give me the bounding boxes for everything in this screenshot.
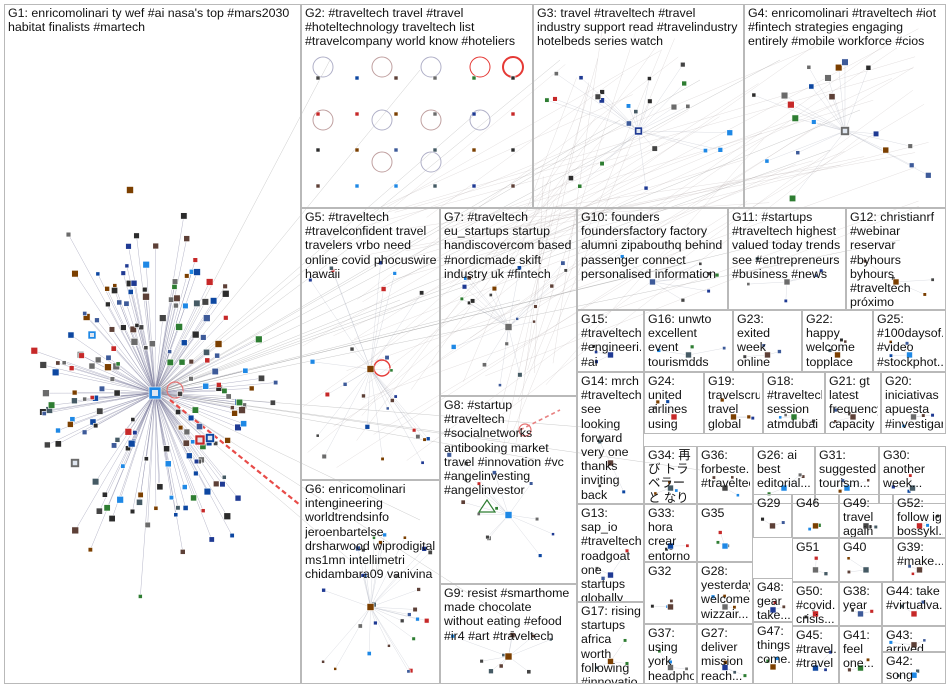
group-label: G50: #covid... crisis... bbox=[796, 584, 836, 625]
group-box-g41: G41: feel one... bbox=[839, 626, 882, 684]
group-label: G22: happy welcome topplace family... bbox=[806, 312, 870, 371]
group-label: G49: travel again bbox=[843, 496, 890, 537]
group-box-g43: G43: arrived... bbox=[882, 626, 946, 652]
group-box-g3: G3: travel #traveltech #travel industry … bbox=[533, 4, 744, 208]
group-box-g7: G7: #traveltech eu_startups startup hand… bbox=[440, 208, 577, 396]
group-label: G9: resist #smarthome made chocolate wit… bbox=[444, 586, 574, 683]
group-box-g39: G39: #make... bbox=[893, 538, 946, 582]
group-label: G12: christianrf #webinar reservar #byho… bbox=[850, 210, 943, 309]
group-box-g51: G51 bbox=[792, 538, 839, 582]
group-box-g33: G33: hora crear entorno innovad... bbox=[644, 504, 697, 562]
group-box-g16: G16: unwto excellent event tourismdds pr… bbox=[644, 310, 733, 372]
group-label: G45: #travel... #travel bbox=[796, 628, 836, 683]
group-label: G10: founders foundersfactory factory al… bbox=[581, 210, 725, 309]
group-label: G43: arrived... bbox=[886, 628, 943, 651]
group-label: G6: enricomolinari intengineering worldt… bbox=[305, 482, 437, 683]
group-box-g37: G37: using york headpho... bbox=[644, 624, 697, 684]
group-label: G23: exited week online summit brightons… bbox=[737, 312, 799, 371]
group-label: G8: #startup #traveltech #socialnetworks… bbox=[444, 398, 574, 583]
group-box-g10: G10: founders foundersfactory factory al… bbox=[577, 208, 728, 310]
group-box-g20: G20: iniciativas apuesta #investigar inc… bbox=[881, 372, 946, 434]
group-box-g15: G15: #traveltech #engineeri... #ai altex… bbox=[577, 310, 644, 372]
group-box-g17: G17: rising startups africa worth follow… bbox=[577, 602, 644, 684]
group-box-g13: G13: sap_io #traveltech roadgoat one sta… bbox=[577, 504, 644, 602]
group-box-g47: G47: things come... bbox=[753, 622, 793, 684]
group-box-g24: G24: united airlines using sneeze... bbox=[644, 372, 704, 434]
group-label: G17: rising startups africa worth follow… bbox=[581, 604, 641, 683]
group-box-g18: G18: #traveltech session atmdubai virtua… bbox=[763, 372, 825, 434]
group-label: G33: hora crear entorno innovad... bbox=[648, 506, 694, 561]
group-box-g52: G52: follow ig bossykl... bbox=[893, 494, 946, 538]
group-box-g46: G46 bbox=[792, 494, 839, 538]
group-label: G21: gt latest frequency capacity statis… bbox=[829, 374, 878, 433]
group-label: G11: #startups #traveltech highest value… bbox=[732, 210, 843, 309]
group-box-g40: G40 bbox=[839, 538, 893, 582]
group-label: G36: forbeste... #traveltech... bbox=[701, 448, 750, 503]
group-box-g4: G4: enricomolinari #traveltech #iot #fin… bbox=[744, 4, 946, 208]
group-label: G39: #make... bbox=[897, 540, 943, 581]
group-label: G29 bbox=[757, 496, 789, 537]
group-box-g29: G29 bbox=[753, 494, 792, 538]
group-label: G35 bbox=[701, 506, 750, 561]
group-box-g36: G36: forbeste... #traveltech... bbox=[697, 446, 753, 504]
group-box-g45: G45: #travel... #travel bbox=[792, 626, 839, 684]
group-box-g2: G2: #traveltech travel #travel #hoteltec… bbox=[301, 4, 533, 208]
group-box-g35: G35 bbox=[697, 504, 753, 562]
group-box-g28: G28: yesterday welcomed wizzair... bbox=[697, 562, 753, 624]
group-label: G13: sap_io #traveltech roadgoat one sta… bbox=[581, 506, 641, 601]
group-box-g22: G22: happy welcome topplace family... bbox=[802, 310, 873, 372]
group-box-g25: G25: #100daysof... #video #stockphot... bbox=[873, 310, 946, 372]
group-label: G27: deliver mission reach... bbox=[701, 626, 750, 683]
group-label: G38: year bbox=[843, 584, 879, 625]
group-box-g6: G6: enricomolinari intengineering worldt… bbox=[301, 480, 440, 684]
group-label: G40 bbox=[843, 540, 890, 581]
group-label: G44: take #virtualva... bbox=[886, 584, 943, 625]
group-box-g19: G19: travelscru... travel global #travel… bbox=[704, 372, 763, 434]
group-label: G51 bbox=[796, 540, 836, 581]
group-label: G25: #100daysof... #video #stockphot... bbox=[877, 312, 943, 371]
group-label: G28: yesterday welcomed wizzair... bbox=[701, 564, 750, 623]
group-box-g11: G11: #startups #traveltech highest value… bbox=[728, 208, 846, 310]
group-box-g50: G50: #covid... crisis... bbox=[792, 582, 839, 626]
group-box-g21: G21: gt latest frequency capacity statis… bbox=[825, 372, 881, 434]
group-box-g44: G44: take #virtualva... bbox=[882, 582, 946, 626]
group-box-g38: G38: year bbox=[839, 582, 882, 626]
group-label: G37: using york headpho... bbox=[648, 626, 694, 683]
group-label: G47: things come... bbox=[757, 624, 790, 683]
group-box-g1: G1: enricomolinari ty wef #ai nasa's top… bbox=[4, 4, 301, 684]
group-label: G15: #traveltech #engineeri... #ai altex… bbox=[581, 312, 641, 371]
group-label: G16: unwto excellent event tourismdds pr… bbox=[648, 312, 730, 371]
group-box-g9: G9: resist #smarthome made chocolate wit… bbox=[440, 584, 577, 684]
group-box-g8: G8: #startup #traveltech #socialnetworks… bbox=[440, 396, 577, 584]
group-label: G34: 再び トラベラーと なり 放浪 心を持つ... bbox=[648, 448, 694, 503]
group-box-g42: G42: song #contestal... bbox=[882, 652, 946, 684]
group-label: G1: enricomolinari ty wef #ai nasa's top… bbox=[8, 6, 298, 683]
group-label: G18: #traveltech session atmdubai virtua… bbox=[767, 374, 822, 433]
group-label: G20: iniciativas apuesta #investigar inc… bbox=[885, 374, 943, 433]
group-label: G4: enricomolinari #traveltech #iot #fin… bbox=[748, 6, 943, 207]
group-box-g49: G49: travel again bbox=[839, 494, 893, 538]
group-label: G46 bbox=[796, 496, 836, 537]
group-label: G52: follow ig bossykl... bbox=[897, 496, 943, 537]
group-box-g5: G5: #traveltech #travelconfident travel … bbox=[301, 208, 440, 480]
group-box-g48: G48: gear take... bbox=[753, 578, 793, 622]
group-label: G24: united airlines using sneeze... bbox=[648, 374, 701, 433]
group-box-g14: G14: mrch #traveltech see looking forwar… bbox=[577, 372, 644, 504]
group-box-g27: G27: deliver mission reach... bbox=[697, 624, 753, 684]
group-label: G42: song #contestal... bbox=[886, 654, 943, 683]
group-box-g23: G23: exited week online summit brightons… bbox=[733, 310, 802, 372]
group-label: G3: travel #traveltech #travel industry … bbox=[537, 6, 741, 207]
group-label: G32 bbox=[648, 564, 694, 623]
group-label: G2: #traveltech travel #travel #hoteltec… bbox=[305, 6, 530, 207]
group-label: G41: feel one... bbox=[843, 628, 879, 683]
group-label: G14: mrch #traveltech see looking forwar… bbox=[581, 374, 641, 503]
group-box-g32: G32 bbox=[644, 562, 697, 624]
group-label: G48: gear take... bbox=[757, 580, 790, 621]
group-label: G19: travelscru... travel global #travel… bbox=[708, 374, 760, 433]
group-label: G7: #traveltech eu_startups startup hand… bbox=[444, 210, 574, 395]
group-box-g12: G12: christianrf #webinar reservar #byho… bbox=[846, 208, 946, 310]
group-label: G5: #traveltech #travelconfident travel … bbox=[305, 210, 437, 479]
group-box-g34: G34: 再び トラベラーと なり 放浪 心を持つ... bbox=[644, 446, 697, 504]
